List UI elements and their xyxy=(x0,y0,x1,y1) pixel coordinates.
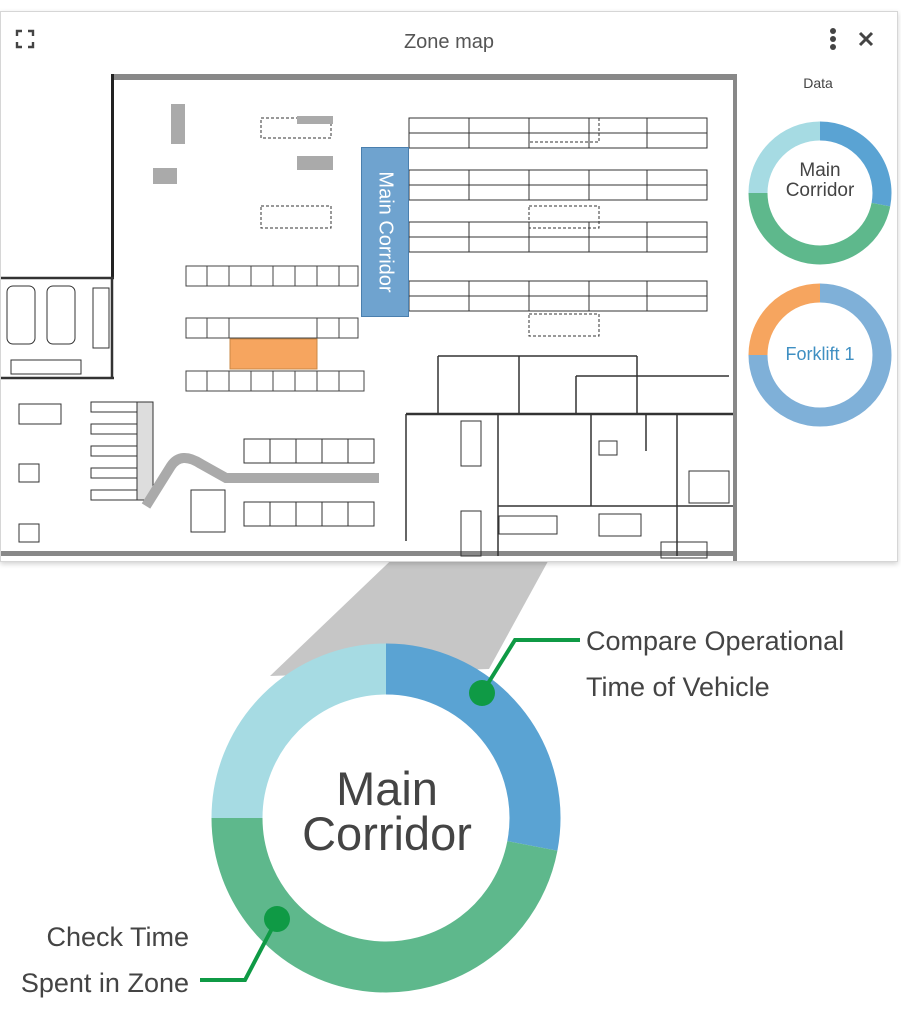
forklift-donut-segment-1 xyxy=(748,283,892,427)
callout-check-time: Check Time Spent in Zone xyxy=(20,922,189,998)
highlight-zone[interactable] xyxy=(229,338,318,370)
widget-title: Zone map xyxy=(403,31,495,53)
side-donuts xyxy=(748,121,892,427)
zoom-donut-label: Main Corridor xyxy=(302,762,472,860)
main-corridor-donut[interactable] xyxy=(748,121,892,265)
forklift-donut-segment-2 xyxy=(748,283,821,356)
expand-icon[interactable] xyxy=(15,29,35,49)
callout-compare-operational: Compare Operational Time of Vehicle xyxy=(586,626,845,702)
main-corridor-zone[interactable]: Main Corridor xyxy=(361,147,409,317)
zone-map-widget: Zone map xyxy=(0,11,898,562)
main-corridor-zone-label: Main Corridor xyxy=(374,171,397,293)
widget-titlebar: Zone map xyxy=(1,12,897,66)
main-corridor-donut-segment-3 xyxy=(748,121,821,194)
main-corridor-donut-segment-2 xyxy=(748,192,891,265)
main-corridor-donut-segment-1 xyxy=(819,121,892,207)
forklift-donut[interactable] xyxy=(748,283,892,427)
close-icon[interactable] xyxy=(856,29,876,49)
data-panel-title: Data xyxy=(803,75,833,91)
floor-plan-map[interactable] xyxy=(1,66,739,561)
more-options-icon[interactable] xyxy=(828,27,838,53)
forklift-donut-label: Forklift 1 xyxy=(785,344,855,364)
